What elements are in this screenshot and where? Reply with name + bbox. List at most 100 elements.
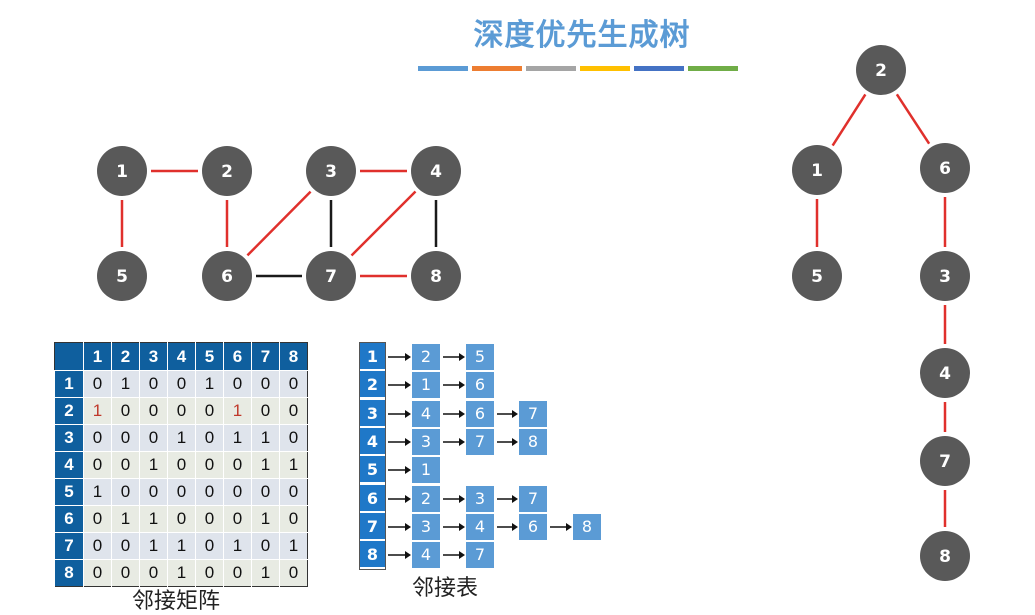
matrix-caption: 邻接矩阵 — [132, 589, 221, 614]
matrix-cell: 1 — [111, 370, 140, 398]
node-label: 1 — [116, 162, 128, 182]
matrix-cell: 0 — [139, 559, 168, 587]
node-circle — [97, 251, 147, 301]
node-circle — [920, 436, 970, 486]
arrow-right-icon — [443, 353, 465, 361]
tree-node-7: 7 — [920, 436, 970, 486]
matrix-row-header: 5 — [54, 478, 84, 506]
matrix-cell: 1 — [139, 505, 168, 533]
graph-node-4: 4 — [411, 146, 461, 196]
adj-list-node: 4 — [412, 400, 440, 427]
matrix-cell: 0 — [195, 559, 224, 587]
arrow-right-icon — [388, 381, 411, 390]
arrow-right-icon — [497, 522, 518, 531]
arrow-right-icon — [388, 466, 411, 475]
matrix-row-header: 2 — [54, 397, 84, 425]
arrow-right-icon — [497, 409, 518, 418]
node-label: 7 — [939, 452, 951, 472]
tree-node-4: 4 — [920, 348, 970, 398]
matrix-cell: 0 — [83, 505, 112, 533]
matrix-cell: 0 — [167, 397, 196, 425]
adj-list-node: 8 — [519, 428, 547, 455]
adj-list-node: 6 — [519, 513, 547, 540]
node-label: 8 — [939, 547, 951, 567]
arrow-right-icon — [443, 522, 465, 531]
matrix-row-header: 3 — [54, 424, 84, 452]
matrix-row-header: 7 — [54, 532, 84, 560]
matrix-cell: 0 — [167, 505, 196, 533]
graph-node-1: 1 — [97, 146, 147, 196]
adj-list-node: 7 — [519, 485, 547, 512]
arrow-right-icon — [388, 551, 411, 560]
adj-list-head: 3 — [360, 399, 385, 427]
arrow-right-icon — [443, 437, 465, 446]
matrix-cell: 0 — [167, 451, 196, 479]
graph-tree-edge — [350, 190, 417, 257]
matrix-corner — [54, 342, 84, 371]
adj-list-node: 8 — [573, 513, 601, 540]
arrow-right-icon — [388, 522, 411, 531]
matrix-col-header: 8 — [279, 342, 308, 371]
node-circle — [792, 251, 842, 301]
adj-list-head: 5 — [360, 456, 385, 484]
node-label: 4 — [430, 162, 442, 182]
node-label: 2 — [875, 61, 887, 81]
adj-list-head: 7 — [360, 512, 385, 540]
adj-list-node: 7 — [466, 542, 494, 569]
node-circle — [856, 45, 906, 95]
matrix-col-header: 3 — [139, 342, 168, 371]
adj-list-node: 4 — [412, 542, 440, 569]
node-circle — [306, 146, 356, 196]
adj-list-node: 3 — [412, 428, 440, 455]
arrow-right-icon — [497, 437, 518, 446]
node-label: 1 — [811, 161, 823, 181]
adj-list-node: 7 — [519, 400, 547, 427]
matrix-cell: 0 — [279, 505, 308, 533]
graph-node-3: 3 — [306, 146, 356, 196]
matrix-cell: 0 — [167, 370, 196, 398]
adj-list-head: 1 — [360, 343, 385, 370]
matrix-row-header: 4 — [54, 451, 84, 479]
matrix-cell: 0 — [279, 370, 308, 398]
adj-list-node: 3 — [412, 513, 440, 540]
matrix-cell: 0 — [223, 478, 252, 506]
tree-node-3: 3 — [920, 251, 970, 301]
graph-node-8: 8 — [411, 251, 461, 301]
matrix-col-header: 7 — [251, 342, 280, 371]
matrix-cell: 0 — [167, 478, 196, 506]
matrix-cell: 0 — [111, 451, 140, 479]
matrix-cell: 0 — [83, 451, 112, 479]
node-circle — [792, 145, 842, 195]
matrix-col-header: 2 — [111, 342, 140, 371]
matrix-row-header: 1 — [54, 370, 84, 398]
matrix-cell: 1 — [195, 370, 224, 398]
matrix-cell: 0 — [83, 532, 112, 560]
matrix-cell: 0 — [83, 424, 112, 452]
matrix-cell: 0 — [223, 505, 252, 533]
matrix-cell: 0 — [279, 424, 308, 452]
matrix-cell: 0 — [251, 478, 280, 506]
node-label: 3 — [939, 267, 951, 287]
matrix-cell: 0 — [251, 532, 280, 560]
matrix-cell: 1 — [251, 424, 280, 452]
node-circle — [920, 531, 970, 581]
adj-list-node: 6 — [466, 400, 494, 427]
node-circle — [202, 146, 252, 196]
node-label: 5 — [811, 267, 823, 287]
adj-list-head: 8 — [360, 541, 385, 569]
matrix-cell: 1 — [251, 559, 280, 587]
matrix-cell: 0 — [195, 397, 224, 425]
matrix-cell: 0 — [279, 478, 308, 506]
node-circle — [920, 143, 970, 193]
matrix-cell: 1 — [279, 532, 308, 560]
matrix-cell: 0 — [251, 397, 280, 425]
matrix-cell: 1 — [251, 505, 280, 533]
matrix-cell: 0 — [195, 424, 224, 452]
arrow-right-icon — [443, 494, 465, 503]
arrow-right-icon — [443, 409, 465, 418]
arrow-right-icon — [388, 437, 411, 446]
